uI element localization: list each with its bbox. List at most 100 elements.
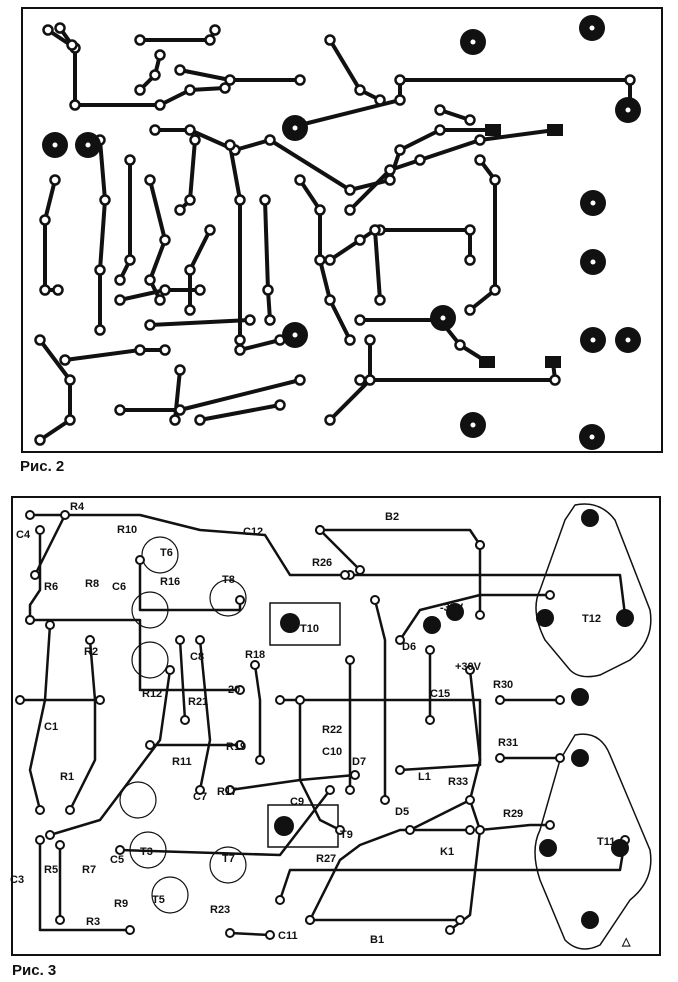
solder-pad (184, 194, 196, 206)
solder-pad (345, 655, 355, 665)
solder-pad (395, 765, 405, 775)
component-label: R22 (322, 724, 342, 736)
copper-trace-overlay (68, 639, 97, 811)
component-label: C9 (290, 796, 304, 808)
solder-pad (159, 234, 171, 246)
solder-pad (475, 610, 485, 620)
solder-pad (184, 304, 196, 316)
board-outline-fig3 (11, 496, 661, 956)
solder-pad (275, 695, 285, 705)
component-label: D7 (352, 756, 366, 768)
solder-pad (314, 254, 326, 266)
solder-pad (324, 414, 336, 426)
solder-pad (434, 124, 446, 136)
component-label: C7 (193, 791, 207, 803)
solder-pad (464, 304, 476, 316)
pad-hole (85, 142, 91, 148)
figure-2-caption: Рис. 2 (20, 458, 65, 475)
pad-hole (470, 39, 476, 45)
solder-pad (69, 99, 81, 111)
solder-pad (454, 339, 466, 351)
solder-pad (134, 84, 146, 96)
component-label: B2 (385, 511, 399, 523)
pad-hole (625, 107, 631, 113)
solder-pad (465, 665, 475, 675)
solder-pad (294, 74, 306, 86)
solder-pad (455, 915, 465, 925)
power-pad (581, 509, 599, 527)
solder-pad (34, 434, 46, 446)
solder-pad (145, 740, 155, 750)
solder-pad (380, 795, 390, 805)
component-label: D6 (402, 641, 416, 653)
board-outline-fig2 (21, 7, 663, 453)
component-label: R18 (245, 649, 265, 661)
solder-pad (549, 374, 561, 386)
solder-pad (195, 635, 205, 645)
pad-hole (589, 434, 595, 440)
solder-pad (174, 64, 186, 76)
solder-pad (224, 74, 236, 86)
solder-pad (135, 555, 145, 565)
component-label: C4 (16, 529, 31, 541)
small-transistor-outline (151, 876, 189, 914)
solder-pad (180, 715, 190, 725)
solder-pad (354, 314, 366, 326)
solder-pad (149, 124, 161, 136)
solder-pad (174, 364, 186, 376)
solder-pad (35, 835, 45, 845)
component-label: -30V (440, 602, 464, 614)
copper-trace (348, 128, 557, 212)
solder-pad (85, 635, 95, 645)
copper-trace-overlay (280, 698, 482, 772)
solder-pad (235, 685, 245, 695)
solder-pad (65, 805, 75, 815)
solder-pad (354, 374, 366, 386)
solder-pad (195, 785, 205, 795)
solder-pad (414, 154, 426, 166)
solder-pad (394, 74, 406, 86)
solder-pad (45, 620, 55, 630)
copper-trace-overlay (373, 599, 387, 800)
solder-pad (234, 334, 246, 346)
solder-pad (345, 785, 355, 795)
solder-pad (324, 254, 336, 266)
solder-pad (314, 204, 326, 216)
copper-trace-overlay (409, 669, 482, 832)
solder-pad (275, 895, 285, 905)
pad-hole (590, 337, 596, 343)
solder-pad (124, 254, 136, 266)
power-pad (616, 609, 634, 627)
solder-pad (259, 194, 271, 206)
solder-pad (315, 525, 325, 535)
solder-pad (374, 294, 386, 306)
power-pad (571, 688, 589, 706)
solder-pad (194, 414, 206, 426)
copper-trace-overlay (229, 773, 356, 792)
component-label: R26 (312, 557, 332, 569)
solder-pad (324, 294, 336, 306)
solder-pad (64, 374, 76, 386)
solder-pad (374, 94, 386, 106)
heatsink-screw (280, 613, 300, 633)
solder-pad (495, 695, 505, 705)
solder-pad (64, 414, 76, 426)
copper-trace (98, 138, 107, 332)
solder-pad (165, 665, 175, 675)
copper-trace-overlay (479, 823, 550, 832)
pad-hole (440, 315, 446, 321)
component-label: R16 (160, 576, 180, 588)
solder-pad (555, 753, 565, 763)
component-label: T5 (152, 894, 165, 906)
copper-trace (43, 178, 60, 292)
solder-pad (545, 590, 555, 600)
solder-pad (39, 214, 51, 226)
orientation-triangle-marker: △ (621, 936, 631, 948)
copper-trace-overlay (30, 618, 240, 692)
solder-pad (194, 284, 206, 296)
solder-pad (54, 22, 66, 34)
solder-pad (344, 184, 356, 196)
copper-trace-overlay (198, 639, 212, 791)
component-label: 20 (228, 684, 240, 696)
component-label: T6 (160, 547, 173, 559)
